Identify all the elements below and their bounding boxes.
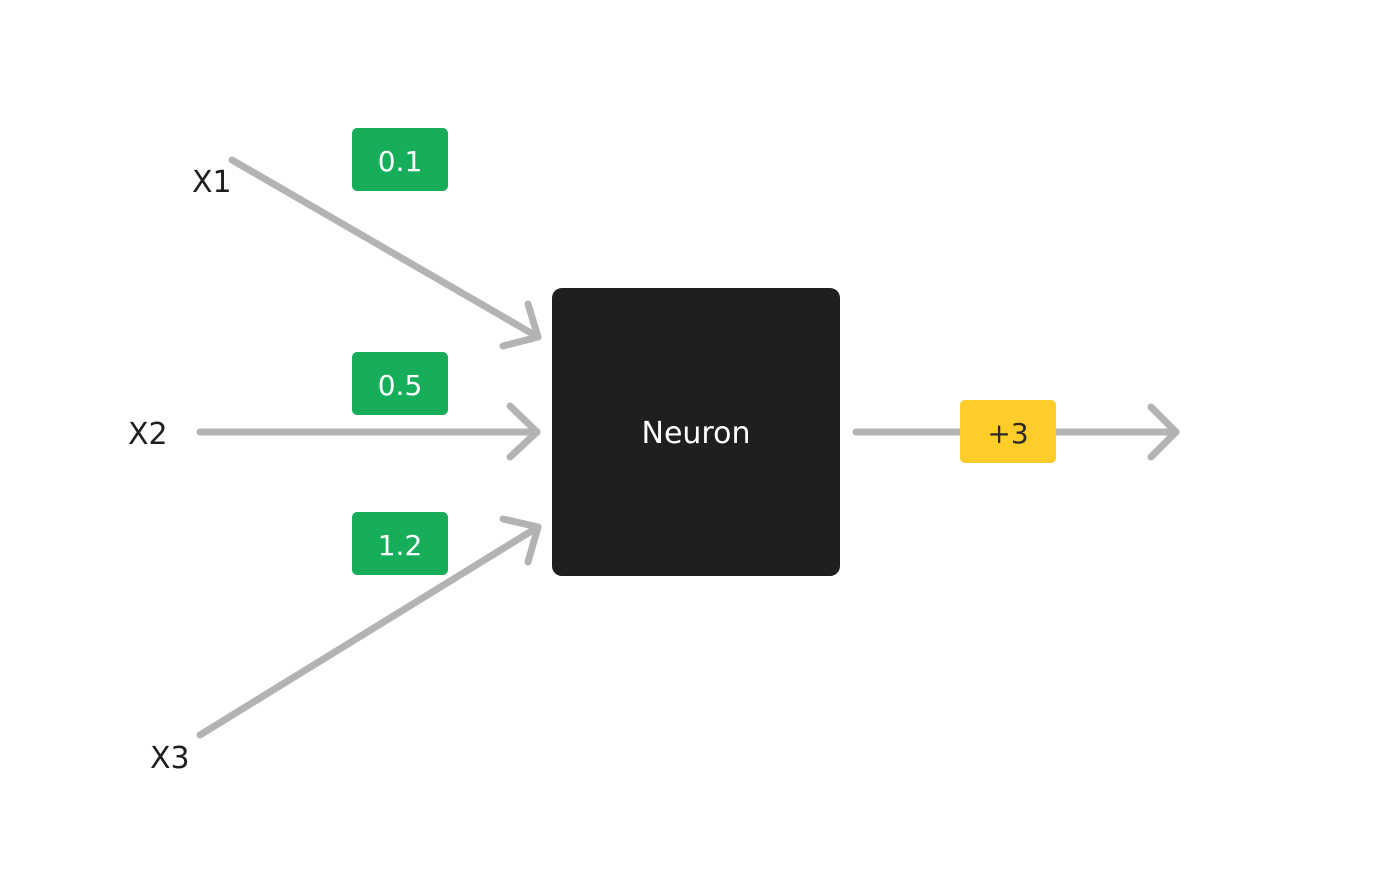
weight-badge-x2: 0.5 [352,352,448,415]
weight-box [352,352,448,415]
weight-value: 0.5 [378,369,423,402]
arrowhead-x2-icon [506,402,541,461]
edge-x1 [228,156,542,350]
input-label-x2: X2 [128,417,168,452]
neuron-node: Neuron [552,288,840,576]
neuron-box [552,288,840,576]
weight-value: 1.2 [378,529,423,562]
weight-box [352,512,448,575]
edge-x2 [196,402,541,461]
arrowhead-x1-icon [499,300,542,350]
arrowhead-x3-icon [499,515,542,566]
input-label-x1: X1 [192,165,232,200]
bias-box [960,400,1056,463]
bias-value: +3 [987,417,1028,450]
edge-x3 [196,515,542,739]
input-label-x3: X3 [150,741,190,776]
neuron-label: Neuron [642,416,751,451]
weight-value: 0.1 [378,145,423,178]
weight-box [352,128,448,191]
weight-badge-x1: 0.1 [352,128,448,191]
arrowhead-output-icon [1147,403,1180,461]
weight-badge-x3: 1.2 [352,512,448,575]
bias-badge: +3 [960,400,1056,463]
